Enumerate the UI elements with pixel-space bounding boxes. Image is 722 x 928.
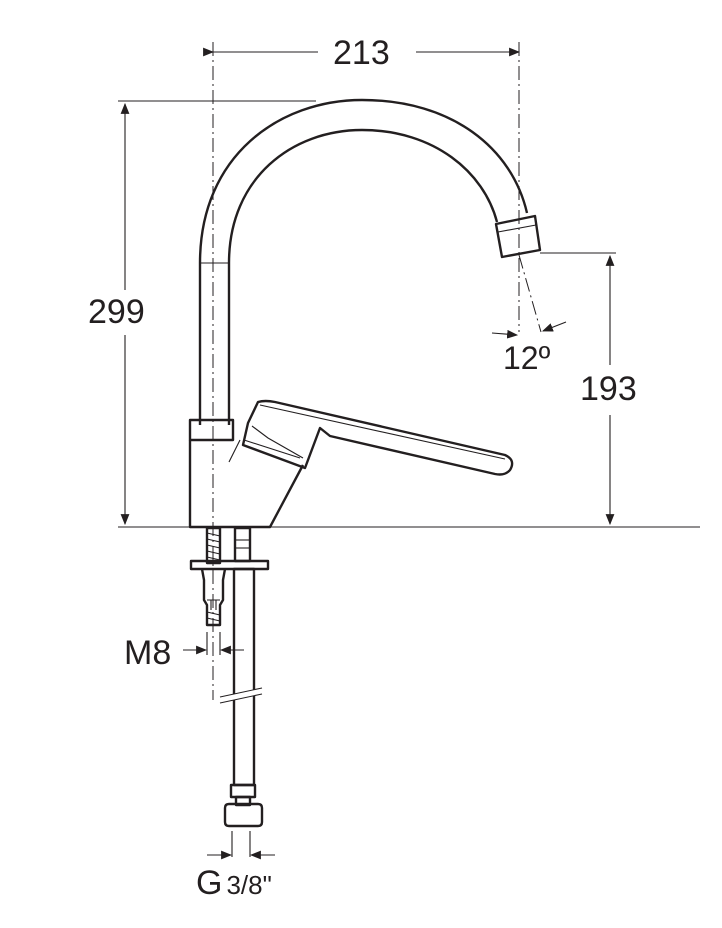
dimension-193 [540,252,616,526]
dimension-g3-8 [207,831,275,860]
hose-nut [223,802,264,828]
dimension-label-width: 213 [333,34,390,72]
aerator-nozzle [494,214,542,259]
connection-fraction: 3/8" [226,870,272,900]
dimension-m8 [183,632,244,655]
dimension-label-height: 299 [88,293,145,331]
angle-arrow-right [541,321,567,332]
flexible-hose [219,526,264,828]
dimension-label-spout-height: 193 [580,370,637,408]
angle-arrow-left [491,329,519,339]
spout [198,98,542,425]
connection-prefix: G [196,864,223,902]
lever-handle [241,399,514,476]
dimension-label-angle: 12º [503,340,551,376]
dimension-label-thread: M8 [124,634,172,672]
dimension-299 [118,100,316,526]
fixing-stud [189,526,270,627]
mixer-body [188,418,305,529]
angle-line [518,254,542,333]
